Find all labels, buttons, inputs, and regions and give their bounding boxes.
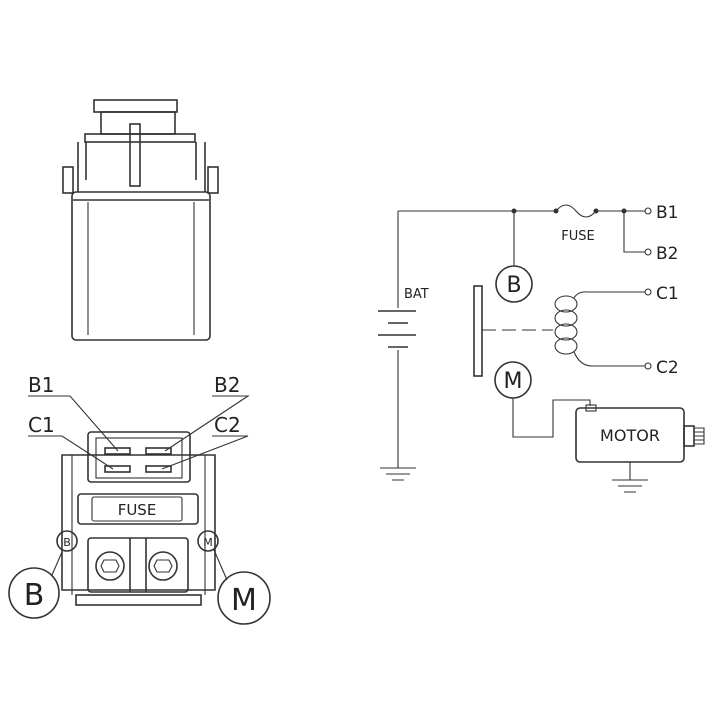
label-b-small: B bbox=[63, 536, 71, 549]
sch-label-c2: C2 bbox=[656, 358, 679, 378]
pin-c2-slot bbox=[145, 465, 172, 473]
label-m-callout: M bbox=[231, 583, 257, 618]
terminal-b2 bbox=[644, 248, 652, 256]
connector-face-view bbox=[8, 395, 271, 625]
label-c2: C2 bbox=[214, 413, 241, 437]
sch-label-m-circle: M bbox=[504, 369, 523, 394]
sch-label-b1: B1 bbox=[656, 203, 678, 223]
terminal-c2 bbox=[644, 362, 652, 370]
label-fuse: FUSE bbox=[118, 501, 157, 519]
ground-symbol-motor bbox=[612, 479, 648, 493]
sch-label-motor: MOTOR bbox=[600, 426, 660, 445]
ground-symbol-bat bbox=[380, 467, 416, 481]
callout-b bbox=[8, 567, 60, 619]
sch-label-b-circle: B bbox=[506, 273, 521, 298]
terminal-b-marker bbox=[56, 530, 78, 552]
pin-b2-slot bbox=[145, 447, 172, 455]
label-b1: B1 bbox=[28, 373, 54, 397]
sch-label-fuse: FUSE bbox=[561, 229, 594, 244]
terminal-b1 bbox=[644, 207, 652, 215]
terminal-b-circle bbox=[495, 265, 533, 303]
pin-c1-slot bbox=[104, 465, 131, 473]
label-b-callout: B bbox=[24, 578, 45, 613]
bolt-m bbox=[148, 551, 178, 581]
fuse-symbol bbox=[555, 204, 597, 218]
contact-plate bbox=[473, 285, 483, 377]
sch-label-b2: B2 bbox=[656, 244, 678, 264]
connector-labels: B1 B2 C1 C2 FUSE B M B M bbox=[24, 373, 257, 618]
pin-b1-slot bbox=[104, 447, 131, 455]
sch-label-c1: C1 bbox=[656, 284, 679, 304]
fuse-block bbox=[77, 493, 199, 525]
sch-label-bat: BAT bbox=[404, 287, 429, 302]
label-m-small: M bbox=[203, 536, 213, 549]
callout-m bbox=[217, 571, 271, 625]
relay-top-view bbox=[62, 99, 219, 341]
schematic bbox=[378, 204, 705, 493]
label-b2: B2 bbox=[214, 373, 240, 397]
schematic-labels: B1 B2 C1 C2 FUSE BAT B M MOTOR bbox=[404, 203, 679, 445]
bolt-b bbox=[95, 551, 125, 581]
terminal-c1 bbox=[644, 288, 652, 296]
label-c1: C1 bbox=[28, 413, 55, 437]
coil-symbol bbox=[554, 291, 646, 367]
terminal-m-marker bbox=[197, 530, 219, 552]
